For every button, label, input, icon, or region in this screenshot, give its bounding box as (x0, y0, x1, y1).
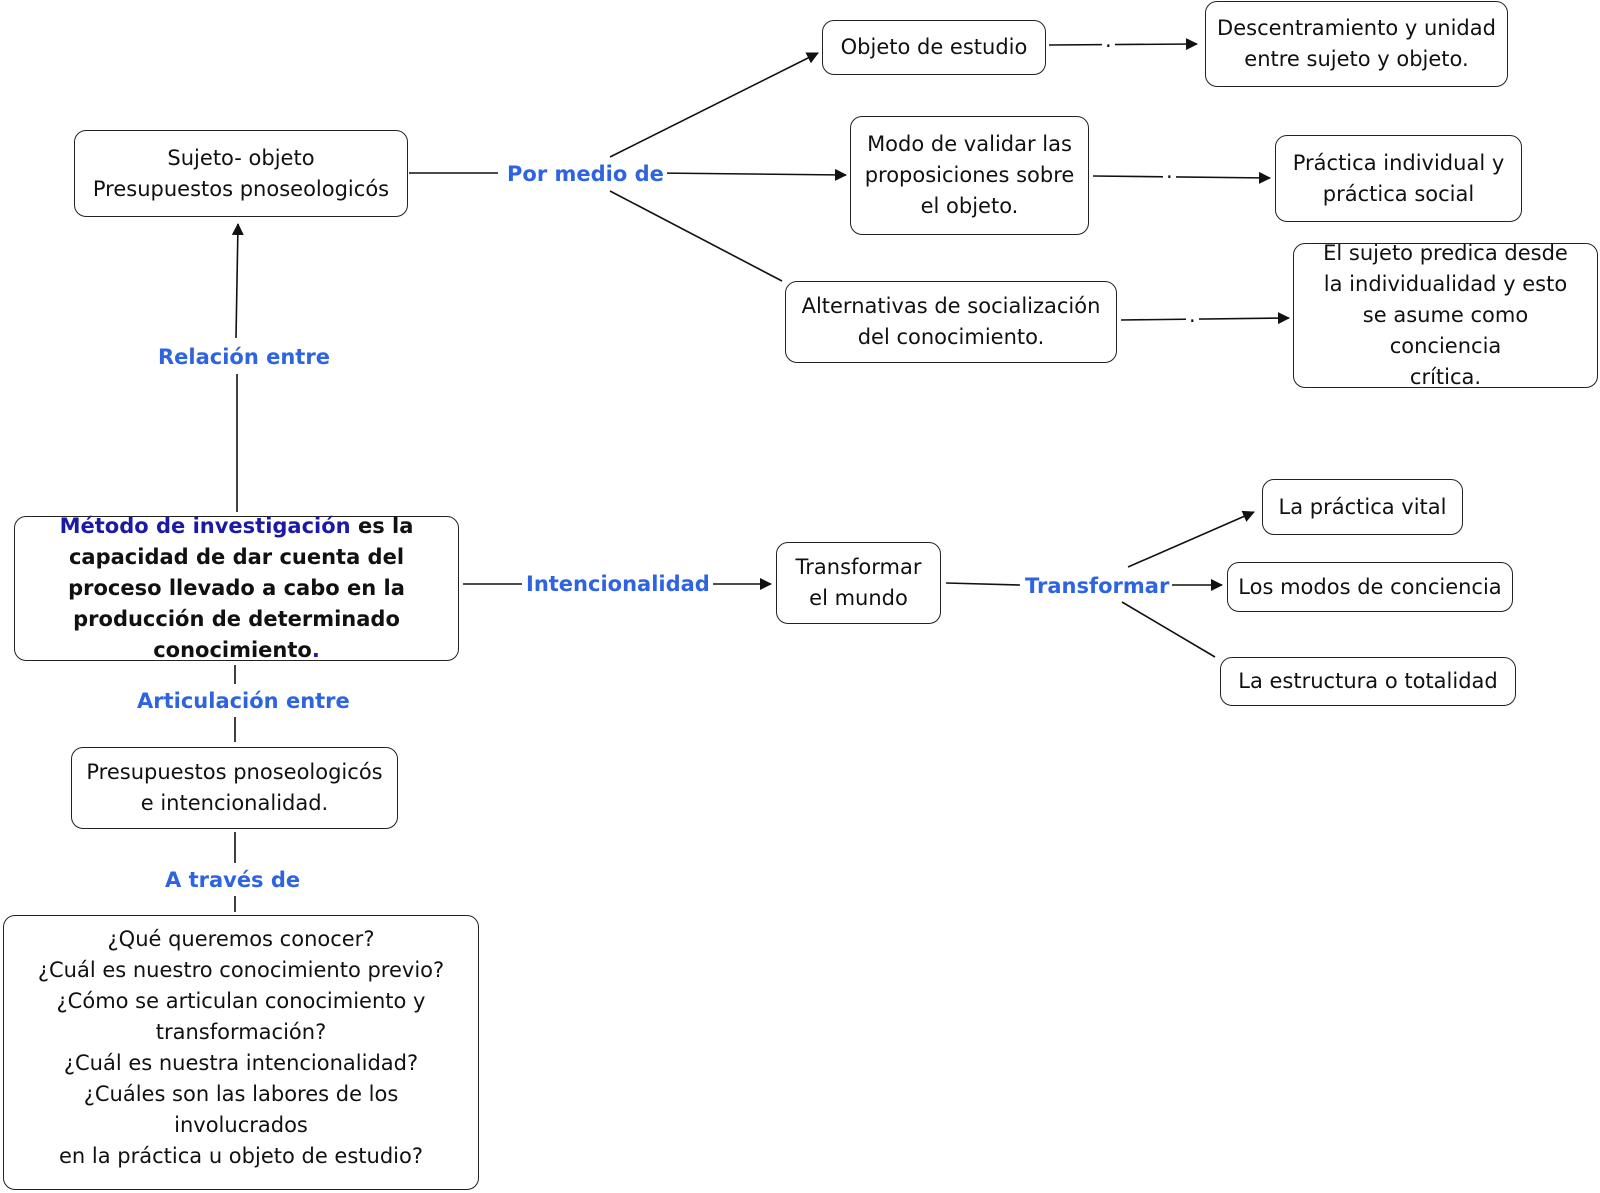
label-intencionalidad: Intencionalidad (523, 571, 713, 597)
metodo-highlight: Método de investigación (59, 514, 351, 538)
label-relacion-entre: Relación entre (155, 344, 333, 370)
label-articulacion-entre: Articulación entre (134, 688, 353, 714)
node-sujeto-line-1: Sujeto- objeto (167, 145, 315, 170)
node-modos-conciencia: Los modos de conciencia (1227, 562, 1513, 612)
node-transformar-line-2: el mundo (809, 586, 908, 610)
node-predica-line-1: El sujeto predica desde (1323, 241, 1568, 265)
node-predica-line-4: crítica. (1409, 365, 1482, 389)
node-descentramiento: Descentramiento y unidad entre sujeto y o… (1205, 1, 1508, 87)
label-a-traves-de: A través de (162, 867, 304, 893)
pregunta-1: ¿Qué queremos conocer? (107, 927, 375, 951)
node-practica-line-2: práctica social (1322, 181, 1475, 206)
node-transformar-line-1: Transformar (795, 555, 922, 579)
node-presupuestos: Presupuestos pnoseologicós e intencionali… (71, 747, 398, 829)
metodo-text: es la capacidad de dar cuenta del proces… (68, 514, 414, 662)
node-modos-label: Los modos de conciencia (1238, 574, 1502, 599)
pregunta-5-cont: en la práctica u objeto de estudio? (59, 1144, 423, 1168)
node-alternativas-line-1: Alternativas de socialización (801, 294, 1101, 318)
link-pormedio-alternativas (609, 190, 783, 282)
pregunta-3-cont: transformación? (155, 1020, 327, 1044)
link-alternativas-predica (1120, 312, 1290, 325)
node-modo-validar: Modo de validar las proposiciones sobre el… (850, 116, 1089, 235)
node-objeto-estudio-label: Objeto de estudio (840, 35, 1028, 59)
node-practica-line-1: Práctica individual y (1292, 150, 1505, 175)
dot-3: . (1186, 302, 1199, 328)
node-practica-vital: La práctica vital (1262, 479, 1463, 535)
dot-2: . (1163, 158, 1176, 184)
node-preguntas: ¿Qué queremos conocer? ¿Cuál es nuestro … (3, 915, 479, 1190)
node-modo-line-3: el objeto. (920, 194, 1019, 218)
metodo-end: . (311, 638, 320, 662)
link-pormedio-objeto (609, 52, 819, 158)
node-sujeto-line-2: Presupuestos pnoseologicós (92, 176, 390, 201)
node-modo-line-1: Modo de validar las (867, 132, 1072, 156)
pregunta-3: ¿Cómo se articulan conocimiento y (56, 989, 426, 1013)
node-alternativas: Alternativas de socialización del conocim… (785, 281, 1117, 363)
node-practica-individual: Práctica individual y práctica social (1275, 135, 1522, 222)
link-transformar-estructura (1121, 601, 1216, 658)
node-sujeto-predica: El sujeto predica desde la individualidad… (1293, 241, 1598, 389)
node-vital-label: La práctica vital (1278, 494, 1447, 519)
node-presupuestos-line-2: e intencionalidad. (140, 791, 329, 815)
node-estructura: La estructura o totalidad (1220, 657, 1516, 706)
dot-1: . (1102, 27, 1115, 53)
node-metodo-investigacion: Método de investigación es la capacidad … (14, 514, 459, 662)
node-predica-line-2: la individualidad y esto (1323, 272, 1568, 296)
node-descentramiento-line-1: Descentramiento y unidad (1217, 16, 1496, 40)
pregunta-2: ¿Cuál es nuestro conocimiento previo? (37, 958, 445, 982)
link-objeto-descentramiento (1048, 38, 1198, 51)
node-descentramiento-line-2: entre sujeto y objeto. (1244, 47, 1469, 71)
node-transformar-mundo: Transformar el mundo (776, 542, 941, 624)
label-transformar: Transformar (1022, 573, 1173, 599)
link-transformar-vital (1127, 510, 1255, 568)
pregunta-4: ¿Cuál es nuestra intencionalidad? (63, 1051, 419, 1075)
link-modo-practica (1092, 171, 1271, 184)
node-objeto-estudio: Objeto de estudio (822, 20, 1046, 75)
link-transformarmundo-label (945, 582, 1021, 586)
link-pormedio-modo (654, 168, 847, 181)
node-presupuestos-line-1: Presupuestos pnoseologicós (86, 760, 383, 784)
node-estructura-label: La estructura o totalidad (1238, 669, 1498, 693)
node-predica-line-3: se asume como conciencia (1362, 303, 1529, 358)
link-relacion-sujeto (231, 223, 244, 339)
label-por-medio-de: Por medio de (504, 161, 667, 187)
node-alternativas-line-2: del conocimiento. (857, 325, 1045, 349)
node-modo-line-2: proposiciones sobre (864, 163, 1075, 187)
pregunta-5: ¿Cuáles son las labores de los involucra… (83, 1082, 399, 1137)
